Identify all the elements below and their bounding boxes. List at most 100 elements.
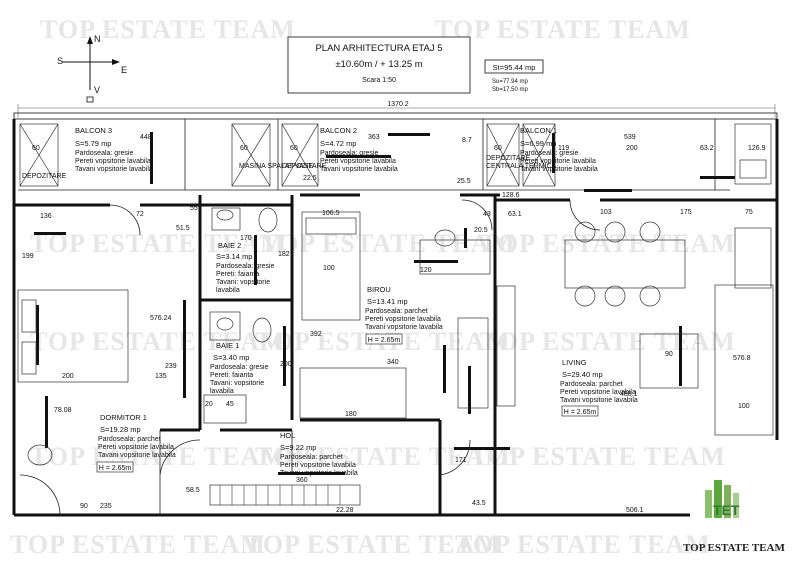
room-baie-1: BAIE 1 S=3.40 mp Pardoseala: gresie Pere… bbox=[210, 341, 268, 395]
svg-text:S=5.79 mp: S=5.79 mp bbox=[75, 139, 111, 148]
svg-text:22.28: 22.28 bbox=[336, 507, 354, 514]
svg-text:lavabila: lavabila bbox=[210, 388, 234, 395]
watermark-text: TOP ESTATE TEAM bbox=[10, 530, 266, 559]
svg-text:Pereti vopsitorie lavabila: Pereti vopsitorie lavabila bbox=[520, 158, 596, 165]
svg-text:BAIE 1: BAIE 1 bbox=[216, 341, 239, 350]
svg-text:Tavani vopsitorie lavabila: Tavani vopsitorie lavabila bbox=[75, 166, 153, 173]
svg-text:506.1: 506.1 bbox=[626, 507, 644, 514]
svg-text:45: 45 bbox=[226, 401, 234, 408]
svg-text:128.6: 128.6 bbox=[502, 192, 520, 199]
compass-east: E bbox=[121, 65, 127, 75]
room-birou: BIROU S=13.41 mp Pardoseala: parchet Per… bbox=[365, 285, 443, 345]
svg-text:Tavani vopsitorie lavabila: Tavani vopsitorie lavabila bbox=[280, 470, 358, 477]
svg-text:488.1: 488.1 bbox=[620, 391, 638, 398]
svg-text:Pardoseala: parchet: Pardoseala: parchet bbox=[365, 308, 428, 315]
room-balcon-1: BALCON 1 S=6.99 mp Pardoseala: gresie Pe… bbox=[520, 126, 598, 173]
svg-text:BALCON 3: BALCON 3 bbox=[75, 126, 112, 135]
svg-text:360: 360 bbox=[296, 477, 308, 484]
svg-text:Pereti vopsitorie lavabila: Pereti vopsitorie lavabila bbox=[365, 316, 441, 323]
svg-text:DEPOZITARE: DEPOZITARE bbox=[22, 173, 67, 180]
watermark-text: TOP ESTATE TEAM bbox=[435, 15, 691, 44]
svg-text:S=3.14 mp: S=3.14 mp bbox=[216, 252, 252, 261]
svg-text:239: 239 bbox=[165, 363, 177, 370]
room-baie-2: BAIE 2 S=3.14 mp Pardoseala: gresie Pere… bbox=[216, 241, 274, 294]
svg-text:Pardoseala: parchet: Pardoseala: parchet bbox=[560, 381, 623, 388]
company-logo: TET TOP ESTATE TEAM bbox=[683, 480, 786, 554]
overall-dimension: 1370.2 bbox=[17, 101, 776, 118]
svg-text:Tavani vopsitorie lavabila: Tavani vopsitorie lavabila bbox=[560, 397, 638, 404]
svg-text:235: 235 bbox=[100, 503, 112, 510]
svg-text:S=13.41 mp: S=13.41 mp bbox=[367, 297, 408, 306]
svg-text:MASINA SPALAT VASE: MASINA SPALAT VASE bbox=[239, 163, 314, 170]
svg-text:Pardoseala: gresie: Pardoseala: gresie bbox=[520, 150, 578, 157]
furniture bbox=[17, 123, 774, 516]
svg-text:200: 200 bbox=[280, 361, 292, 368]
title-block: PLAN ARHITECTURA ETAJ 5 ±10.60m / + 13.2… bbox=[287, 36, 471, 94]
svg-text:539: 539 bbox=[624, 134, 636, 141]
svg-text:175: 175 bbox=[680, 209, 692, 216]
svg-text:72: 72 bbox=[136, 211, 144, 218]
svg-text:8.7: 8.7 bbox=[462, 137, 472, 144]
svg-text:Pereti vopsitorie lavabila: Pereti vopsitorie lavabila bbox=[320, 158, 396, 165]
svg-text:DEPOZITARE: DEPOZITARE bbox=[486, 155, 531, 162]
svg-text:Pereti vopsitorie lavabila: Pereti vopsitorie lavabila bbox=[98, 444, 174, 451]
svg-text:lavabila: lavabila bbox=[216, 287, 240, 294]
svg-text:135: 135 bbox=[155, 373, 167, 380]
watermark-text: TOP ESTATE TEAM bbox=[245, 530, 501, 559]
watermark-text: TOP ESTATE TEAM bbox=[455, 530, 711, 559]
walls bbox=[12, 112, 779, 517]
svg-text:S=19.28 mp: S=19.28 mp bbox=[100, 425, 141, 434]
svg-text:200: 200 bbox=[62, 373, 74, 380]
svg-text:58.5: 58.5 bbox=[186, 487, 200, 494]
svg-text:CENTRALA TERMICA: CENTRALA TERMICA bbox=[486, 163, 557, 170]
svg-text:392: 392 bbox=[310, 331, 322, 338]
svg-text:63.1: 63.1 bbox=[508, 211, 522, 218]
svg-text:43.5: 43.5 bbox=[472, 500, 486, 507]
room-hol: HOL S=9.22 mp Pardoseala: parchet Pereti… bbox=[280, 431, 358, 477]
svg-text:75: 75 bbox=[745, 209, 753, 216]
svg-text:Tavani vopsitorie lavabila: Tavani vopsitorie lavabila bbox=[520, 166, 598, 173]
room-living: LIVING S=29.40 mp Pardoseala: parchet Pe… bbox=[560, 358, 638, 417]
svg-text:Pardoseala: gresie: Pardoseala: gresie bbox=[320, 150, 378, 157]
compass-west: V bbox=[94, 85, 100, 95]
area-summary: St=95.44 mp Su=77.94 mp Sb=17.50 mp bbox=[484, 59, 544, 93]
svg-text:448: 448 bbox=[140, 134, 152, 141]
watermark-text: TOP ESTATE TEAM bbox=[255, 442, 511, 471]
svg-text:199: 199 bbox=[22, 253, 34, 260]
svg-text:20.5: 20.5 bbox=[474, 227, 488, 234]
svg-text:78.08: 78.08 bbox=[54, 407, 72, 414]
room-balcon-3: BALCON 3 S=5.79 mp Pardoseala: gresie Pe… bbox=[75, 126, 153, 173]
svg-text:363: 363 bbox=[368, 134, 380, 141]
svg-text:S=6.99 mp: S=6.99 mp bbox=[520, 139, 556, 148]
window-bars bbox=[34, 132, 735, 475]
svg-text:DORMITOR 1: DORMITOR 1 bbox=[100, 413, 147, 422]
svg-text:Tavani vopsitorie lavabila: Tavani vopsitorie lavabila bbox=[365, 324, 443, 331]
watermark-text: TOP ESTATE TEAM bbox=[30, 327, 286, 356]
compass-north: N bbox=[94, 34, 101, 44]
compass-south: S bbox=[57, 56, 63, 66]
svg-text:S=3.40 mp: S=3.40 mp bbox=[213, 353, 249, 362]
room-dormitor-1: DORMITOR 1 S=19.28 mp Pardoseala: parche… bbox=[96, 413, 176, 473]
svg-text:576.24: 576.24 bbox=[150, 315, 172, 322]
svg-text:22.5: 22.5 bbox=[303, 175, 317, 182]
svg-text:60: 60 bbox=[494, 145, 502, 152]
svg-text:Tavani: vopsitorie: Tavani: vopsitorie bbox=[216, 279, 270, 286]
svg-text:119: 119 bbox=[558, 145, 569, 152]
svg-text:BALCON 1: BALCON 1 bbox=[520, 126, 557, 135]
svg-text:100: 100 bbox=[323, 265, 335, 272]
watermark-layer: TOP ESTATE TEAM TOP ESTATE TEAM TOP ESTA… bbox=[10, 15, 736, 559]
room-balcon-2: BALCON 2 S=4.72 mp Pardoseala: gresie Pe… bbox=[320, 126, 398, 173]
svg-text:1370.2: 1370.2 bbox=[387, 101, 409, 108]
svg-text:S=4.72 mp: S=4.72 mp bbox=[320, 139, 356, 148]
logo-mark: TET bbox=[713, 502, 740, 518]
svg-text:Pardoseala: parchet: Pardoseala: parchet bbox=[280, 454, 343, 461]
svg-text:90: 90 bbox=[665, 351, 673, 358]
area-balcony: Sb=17.50 mp bbox=[492, 87, 529, 93]
watermark-text: TOP ESTATE TEAM bbox=[480, 229, 736, 258]
area-useful: Su=77.94 mp bbox=[492, 79, 529, 85]
svg-text:H = 2.65m: H = 2.65m bbox=[564, 409, 597, 416]
svg-text:20: 20 bbox=[205, 401, 213, 408]
svg-text:Tavani vopsitorie lavabila: Tavani vopsitorie lavabila bbox=[320, 166, 398, 173]
svg-text:100: 100 bbox=[738, 403, 750, 410]
